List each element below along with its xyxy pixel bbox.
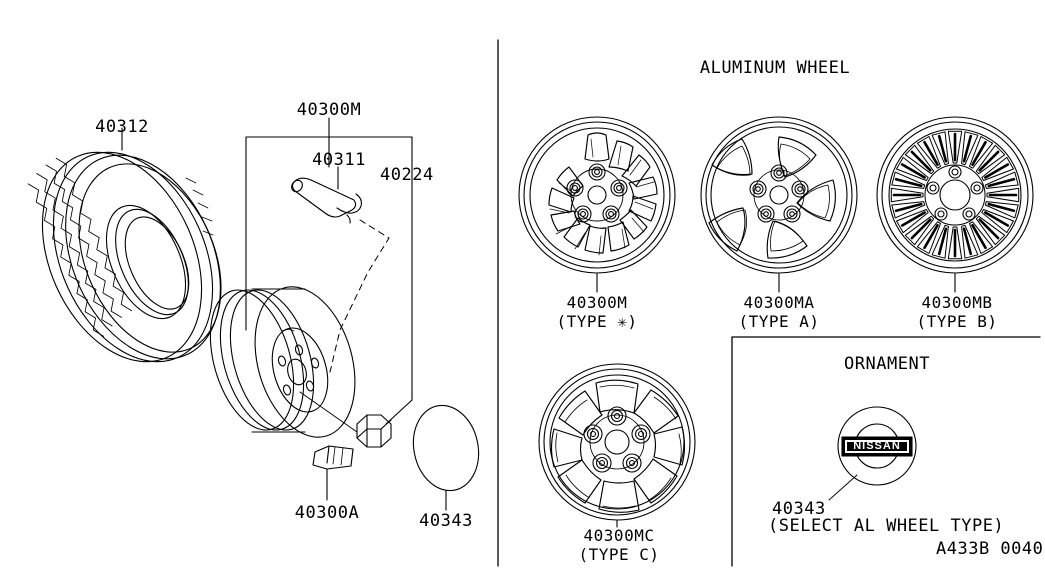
label-40312: 40312 — [95, 117, 149, 137]
wheel-type-b-illustration — [876, 116, 1034, 293]
heading-ornament: ORNAMENT — [844, 354, 930, 374]
lug-nuts-a — [749, 164, 809, 223]
steel-wheel-illustration — [209, 286, 356, 438]
balance-weight-40300A — [312, 445, 354, 501]
valve-stem-40311 — [291, 166, 390, 373]
wheel-type-a-illustration — [700, 116, 858, 293]
label-40343-ornament: 40343 — [772, 499, 826, 519]
label-40343-left: 40343 — [419, 511, 473, 531]
lug-nuts-star — [566, 163, 628, 223]
wheel-type-star-illustration — [518, 116, 676, 293]
ornament-box — [731, 336, 1041, 567]
label-40224: 40224 — [380, 165, 434, 185]
tire-illustration — [27, 127, 222, 363]
label-40300M-bracket: 40300M — [296, 100, 362, 120]
label-ornament-note: (SELECT AL WHEEL TYPE) — [768, 516, 1005, 536]
label-wheel-type-a: 40300MA(TYPE A) — [738, 293, 820, 331]
wheel-type-c-illustration — [538, 363, 696, 528]
cap-40343-left — [412, 404, 480, 511]
bracket-40300M — [245, 117, 413, 425]
label-wheel-type-star: 40300M(TYPE ✳) — [556, 293, 638, 331]
label-wheel-type-b: 40300MB(TYPE B) — [916, 293, 998, 331]
label-40300A: 40300A — [294, 503, 360, 523]
drawing-code: A433B 0040 — [936, 539, 1044, 559]
label-40311: 40311 — [312, 150, 366, 170]
wheel-nut-40224 — [299, 391, 392, 448]
heading-aluminum-wheel: ALUMINUM WHEEL — [699, 58, 851, 78]
ornament-outer-circle — [837, 406, 917, 486]
label-wheel-type-c: 40300MC(TYPE C) — [578, 526, 660, 564]
lug-nuts-c — [583, 406, 651, 473]
nissan-badge-text: NISSAN — [853, 440, 901, 452]
lug-nuts-b — [926, 165, 984, 221]
